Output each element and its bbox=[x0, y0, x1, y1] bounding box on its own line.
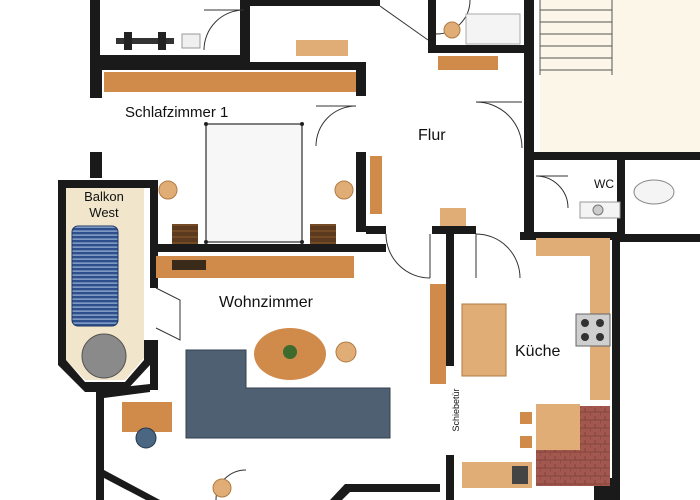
room-label-wc: WC bbox=[594, 177, 614, 191]
toilet bbox=[633, 179, 675, 205]
top-left-room-floor bbox=[100, 0, 240, 55]
bed bbox=[205, 123, 303, 243]
door-label-schiebetuer: Schiebetür bbox=[451, 388, 461, 431]
walls bbox=[58, 0, 700, 500]
nightstand-right bbox=[310, 224, 336, 244]
room-label-wohnzimmer: Wohnzimmer bbox=[219, 294, 314, 311]
sun-lounger bbox=[71, 225, 119, 327]
office-chair bbox=[135, 427, 157, 449]
top-right-cabinet bbox=[465, 13, 521, 45]
hall-bench-top bbox=[438, 56, 498, 70]
nightstand-left bbox=[172, 224, 198, 244]
top-room-desk bbox=[296, 40, 348, 56]
bedroom-chair-right bbox=[334, 180, 354, 200]
room-label-schlafzimmer: Schlafzimmer 1 bbox=[125, 104, 228, 121]
top-right-stool bbox=[443, 21, 461, 39]
plant bbox=[283, 345, 297, 359]
hall-stool bbox=[440, 208, 466, 226]
desk bbox=[122, 402, 172, 432]
kitchen-chair-2 bbox=[520, 436, 532, 448]
room-label-kueche: Küche bbox=[515, 343, 560, 360]
wardrobe bbox=[104, 72, 356, 92]
room-label-balkon-2: West bbox=[89, 205, 119, 220]
kitchen-bin bbox=[512, 466, 528, 484]
kitchen-dining-table bbox=[461, 303, 507, 377]
balcony-table bbox=[81, 333, 127, 379]
kitchen-cooktop bbox=[575, 313, 611, 347]
room-label-flur: Flur bbox=[418, 127, 446, 144]
sofa bbox=[185, 349, 391, 439]
door-swings bbox=[155, 0, 569, 500]
hall-cabinet bbox=[430, 284, 446, 384]
kitchen-chair-1 bbox=[520, 412, 532, 424]
stairwell-stairs bbox=[539, 0, 613, 75]
kitchen-table-small bbox=[536, 404, 580, 450]
hall-shelf bbox=[370, 156, 382, 214]
room-label-balkon-1: Balkon bbox=[84, 189, 124, 204]
tv bbox=[172, 260, 206, 270]
living-chair-bottom bbox=[212, 478, 232, 498]
weight-bench bbox=[116, 32, 201, 50]
stairwell-floor bbox=[540, 0, 700, 155]
bedroom-chair-left bbox=[158, 180, 178, 200]
living-chair bbox=[335, 341, 357, 363]
